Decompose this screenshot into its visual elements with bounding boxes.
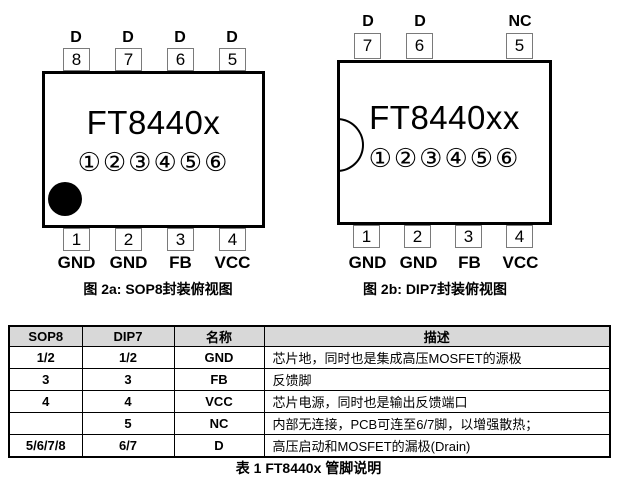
cell-sop8: 1/2 bbox=[8, 346, 83, 369]
table-header-row: SOP8 DIP7 名称 描述 bbox=[8, 325, 611, 347]
table-caption: 表 1 FT8440x 管脚说明 bbox=[235, 460, 382, 476]
cell-desc: 高压启动和MOSFET的漏极(Drain) bbox=[263, 434, 611, 457]
sop8-pin-circles: ①②③④⑤⑥ bbox=[77, 148, 230, 178]
pin-description-table: SOP8 DIP7 名称 描述 1/2 1/2 GND 芯片地，同时也是集成高压… bbox=[8, 325, 611, 458]
dip7-chip-body: FT8440xx ①②③④⑤⑥ bbox=[337, 60, 552, 225]
table-row-fb: 3 3 FB 反馈脚 bbox=[8, 368, 611, 391]
dip7-bottom-pin-box-3: 3 bbox=[455, 225, 482, 248]
dip7-top-pin-box-7: 7 bbox=[354, 33, 381, 59]
dip7-top-pin-box-6: 6 bbox=[406, 33, 433, 59]
dip7-bottom-pin-label-fb: FB bbox=[458, 253, 481, 272]
sop8-top-pin-label-7: D bbox=[122, 29, 134, 46]
table-row-gnd: 1/2 1/2 GND 芯片地，同时也是集成高压MOSFET的源极 bbox=[8, 346, 611, 369]
sop8-top-pin-box-6: 6 bbox=[167, 48, 194, 71]
sop8-top-pin-box-5: 5 bbox=[219, 48, 246, 71]
dip7-bottom-pin-label-gnd2: GND bbox=[399, 253, 438, 272]
cell-desc: 芯片电源，同时也是输出反馈端口 bbox=[263, 390, 611, 413]
sop8-top-pin-label-5: D bbox=[226, 29, 238, 46]
sop8-bottom-pin-label-fb: FB bbox=[169, 253, 192, 272]
dip7-figure-caption: 图 2b: DIP7封装俯视图 bbox=[363, 281, 507, 297]
cell-name: VCC bbox=[173, 390, 265, 413]
header-sop8: SOP8 bbox=[8, 325, 83, 347]
cell-sop8: 4 bbox=[8, 390, 83, 413]
sop8-pin1-indicator-dot bbox=[48, 182, 82, 216]
cell-desc: 芯片地，同时也是集成高压MOSFET的源极 bbox=[263, 346, 611, 369]
dip7-top-pin-label-nc: NC bbox=[508, 13, 532, 30]
dip7-bottom-pin-box-2: 2 bbox=[404, 225, 431, 248]
table-row-nc: 5 NC 内部无连接，PCB可连至6/7脚，以增强散热； bbox=[8, 412, 611, 435]
cell-name: FB bbox=[173, 368, 265, 391]
cell-dip7: 3 bbox=[81, 368, 175, 391]
cell-name: D bbox=[173, 434, 265, 457]
header-dip7: DIP7 bbox=[81, 325, 175, 347]
cell-dip7: 1/2 bbox=[81, 346, 175, 369]
sop8-bottom-pin-box-1: 1 bbox=[63, 228, 90, 251]
dip7-top-pin-box-5: 5 bbox=[506, 33, 533, 59]
table-row-vcc: 4 4 VCC 芯片电源，同时也是输出反馈端口 bbox=[8, 390, 611, 413]
sop8-top-pin-label-6: D bbox=[174, 29, 186, 46]
header-name: 名称 bbox=[173, 325, 265, 347]
sop8-bottom-pin-label-gnd1: GND bbox=[57, 253, 96, 272]
sop8-top-pin-box-8: 8 bbox=[63, 48, 90, 71]
cell-desc: 反馈脚 bbox=[263, 368, 611, 391]
cell-name: NC bbox=[173, 412, 265, 435]
dip7-pin-circles: ①②③④⑤⑥ bbox=[368, 144, 521, 174]
cell-dip7: 5 bbox=[81, 412, 175, 435]
sop8-bottom-pin-box-3: 3 bbox=[167, 228, 194, 251]
sop8-figure-caption: 图 2a: SOP8封装俯视图 bbox=[83, 281, 233, 297]
dip7-top-pin-label-7: D bbox=[362, 13, 374, 30]
dip7-chip-label: FT8440xx bbox=[369, 99, 520, 136]
sop8-chip-body: FT8440x ①②③④⑤⑥ bbox=[42, 71, 265, 228]
cell-sop8: 3 bbox=[8, 368, 83, 391]
dip7-bottom-pin-label-gnd1: GND bbox=[348, 253, 387, 272]
cell-desc: 内部无连接，PCB可连至6/7脚，以增强散热； bbox=[263, 412, 611, 435]
sop8-top-pin-box-7: 7 bbox=[115, 48, 142, 71]
dip7-bottom-pin-box-1: 1 bbox=[353, 225, 380, 248]
sop8-top-pin-label-8: D bbox=[70, 29, 82, 46]
header-desc: 描述 bbox=[263, 325, 611, 347]
cell-dip7: 6/7 bbox=[81, 434, 175, 457]
sop8-bottom-pin-label-vcc: VCC bbox=[214, 253, 251, 272]
sop8-bottom-pin-label-gnd2: GND bbox=[109, 253, 148, 272]
cell-sop8: 5/6/7/8 bbox=[8, 434, 83, 457]
dip7-bottom-pin-label-vcc: VCC bbox=[502, 253, 539, 272]
cell-sop8 bbox=[8, 412, 83, 435]
dip7-bottom-pin-box-4: 4 bbox=[506, 225, 533, 248]
table-row-d: 5/6/7/8 6/7 D 高压启动和MOSFET的漏极(Drain) bbox=[8, 434, 611, 457]
sop8-chip-label: FT8440x bbox=[86, 104, 221, 141]
cell-dip7: 4 bbox=[81, 390, 175, 413]
cell-name: GND bbox=[173, 346, 265, 369]
dip7-top-pin-label-6: D bbox=[414, 13, 426, 30]
sop8-bottom-pin-box-2: 2 bbox=[115, 228, 142, 251]
sop8-bottom-pin-box-4: 4 bbox=[219, 228, 246, 251]
